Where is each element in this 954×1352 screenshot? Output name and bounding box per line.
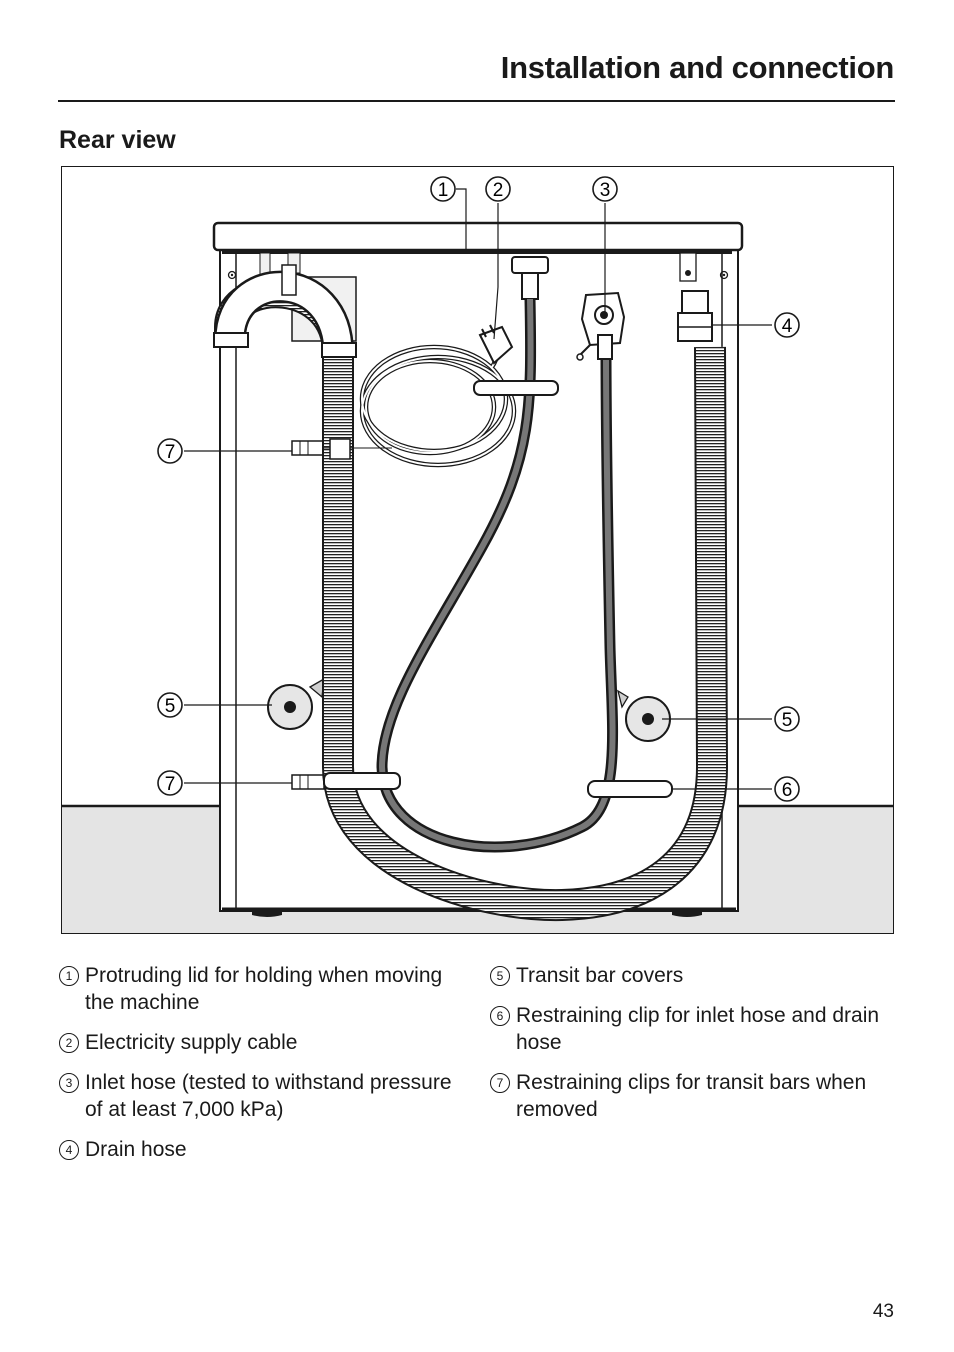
callout-7-lower: 7 xyxy=(157,770,183,796)
legend-left-column: 1 Protruding lid for holding when moving… xyxy=(59,962,459,1176)
section-title: Rear view xyxy=(59,126,176,154)
svg-text:2: 2 xyxy=(493,180,504,201)
legend-right-column: 5 Transit bar covers 6 Restraining clip … xyxy=(490,962,890,1136)
svg-text:1: 1 xyxy=(438,180,449,201)
legend-text: Drain hose xyxy=(85,1138,187,1161)
rear-view-drawing: 1 2 3 4 5 5 6 7 7 xyxy=(62,176,893,933)
legend-item-4: 4 Drain hose xyxy=(59,1136,459,1163)
number-badge: 3 xyxy=(59,1073,79,1093)
protruding-lid xyxy=(212,221,744,252)
number-badge: 2 xyxy=(59,1033,79,1053)
rear-view-illustration: 1 2 3 4 5 5 6 7 7 xyxy=(61,166,894,934)
inlet-connector xyxy=(576,291,626,361)
callout-1: 1 xyxy=(430,176,456,202)
number-badge: 6 xyxy=(490,1006,510,1026)
svg-text:5: 5 xyxy=(165,696,176,717)
callout-4: 4 xyxy=(774,312,800,338)
svg-text:5: 5 xyxy=(782,710,793,731)
legend-item-6: 6 Restraining clip for inlet hose and dr… xyxy=(490,1002,890,1056)
header-rule xyxy=(58,100,895,102)
legend-text: Protruding lid for holding when moving t… xyxy=(85,964,443,1014)
legend-text: Electricity supply cable xyxy=(85,1031,298,1054)
page-header-title: Installation and connection xyxy=(500,50,895,85)
number-badge: 5 xyxy=(490,966,510,986)
transit-bar-cover-right xyxy=(616,689,671,742)
machine-body xyxy=(219,248,739,912)
svg-text:7: 7 xyxy=(165,774,176,795)
legend-item-5: 5 Transit bar covers xyxy=(490,962,890,989)
callout-3: 3 xyxy=(592,176,618,202)
restraining-clip-hoses xyxy=(587,780,673,798)
legend-text: Restraining clip for inlet hose and drai… xyxy=(516,1004,880,1054)
callout-2: 2 xyxy=(485,176,511,202)
svg-text:7: 7 xyxy=(165,442,176,463)
callout-leaders xyxy=(184,188,772,790)
callout-5-left: 5 xyxy=(157,692,183,718)
transit-bar-cover-left xyxy=(267,677,325,730)
callout-7-upper: 7 xyxy=(157,438,183,464)
legend-item-2: 2 Electricity supply cable xyxy=(59,1029,459,1056)
callout-6: 6 xyxy=(774,776,800,802)
legend-text: Inlet hose (tested to withstand pressure… xyxy=(85,1071,452,1121)
number-badge: 7 xyxy=(490,1073,510,1093)
number-badge: 1 xyxy=(59,966,79,986)
page-number: 43 xyxy=(872,1301,894,1322)
legend-item-7: 7 Restraining clips for transit bars whe… xyxy=(490,1069,890,1123)
svg-text:6: 6 xyxy=(782,780,793,801)
legend-item-3: 3 Inlet hose (tested to withstand pressu… xyxy=(59,1069,459,1123)
number-badge: 4 xyxy=(59,1140,79,1160)
callout-5-right: 5 xyxy=(774,706,800,732)
svg-text:3: 3 xyxy=(600,180,611,201)
svg-text:4: 4 xyxy=(782,316,793,337)
drain-hose-connector xyxy=(677,290,713,342)
legend-text: Restraining clips for transit bars when … xyxy=(516,1071,867,1121)
legend-text: Transit bar covers xyxy=(516,964,684,987)
legend-item-1: 1 Protruding lid for holding when moving… xyxy=(59,962,459,1016)
